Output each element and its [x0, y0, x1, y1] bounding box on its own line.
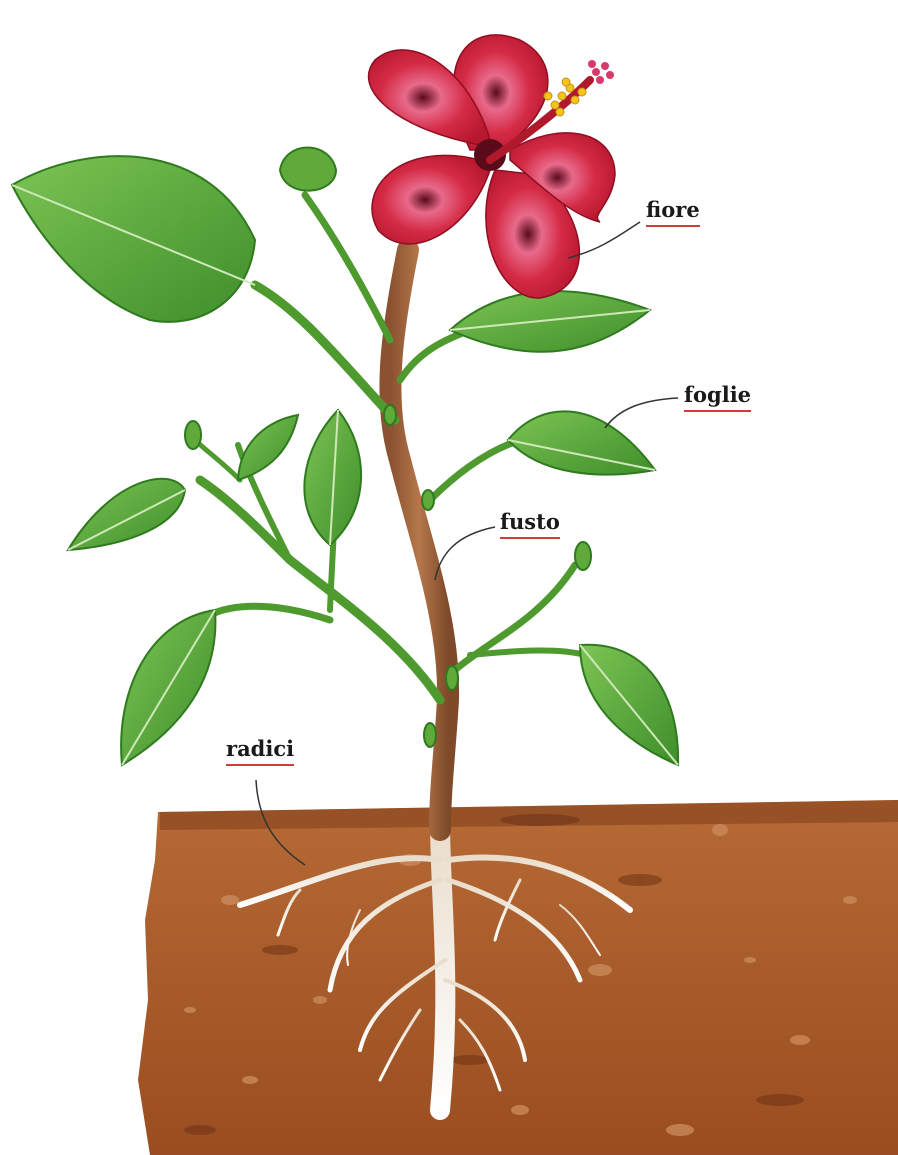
label-leaves: foglie	[684, 383, 751, 412]
label-roots: radici	[226, 737, 294, 766]
stem	[390, 250, 448, 830]
label-stem: fusto	[500, 510, 560, 539]
soil	[138, 800, 898, 1155]
label-flower: fiore	[646, 198, 700, 227]
